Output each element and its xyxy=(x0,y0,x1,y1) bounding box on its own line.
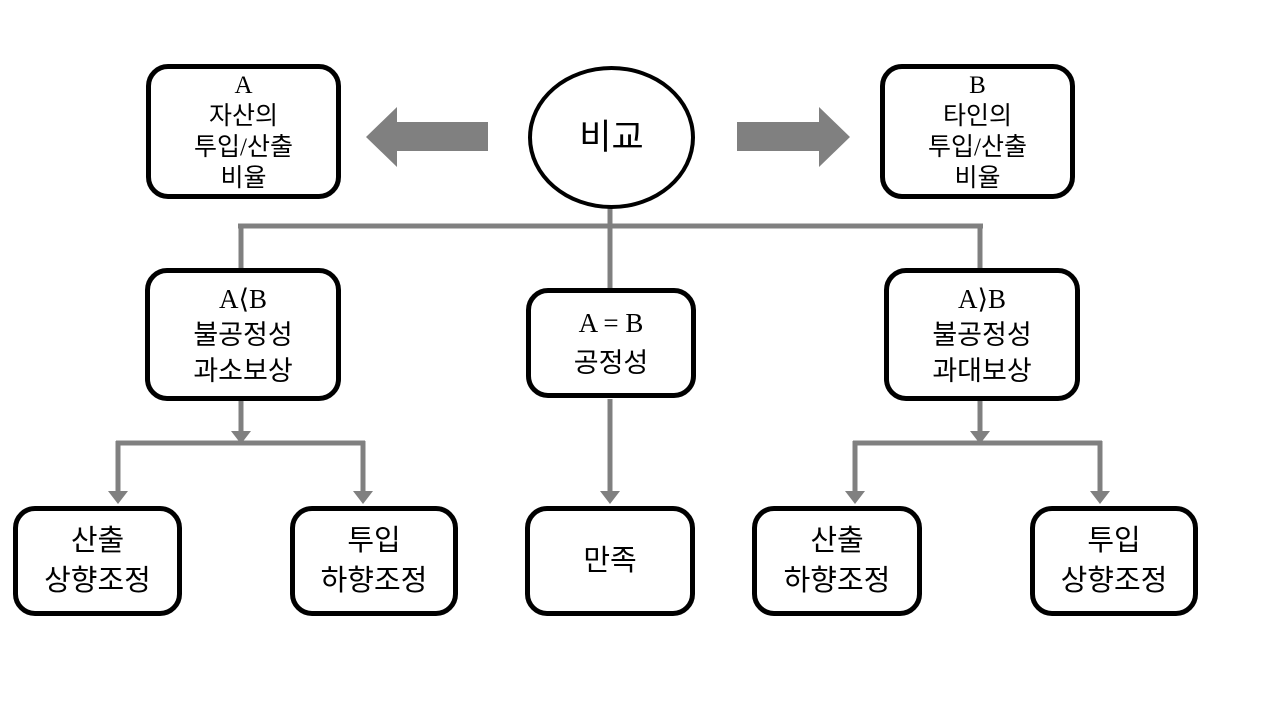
node-output-up: 산출 상향조정 xyxy=(13,506,182,616)
node-text-line: A xyxy=(234,71,253,99)
node-over-reward: A⟩B 불공정성 과대보상 xyxy=(884,268,1080,401)
arrowhead-down xyxy=(108,491,128,504)
node-text-line: 비율 xyxy=(954,164,1001,192)
arrowhead-down xyxy=(1090,491,1110,504)
node-equity: A = B 공정성 xyxy=(526,288,696,398)
arrowhead-down xyxy=(845,491,865,504)
node-output-down: 산출 하향조정 xyxy=(752,506,922,616)
arrowhead-down xyxy=(231,431,251,444)
node-text-line: A⟩B xyxy=(957,283,1007,314)
node-text-line: 산출 xyxy=(810,525,864,557)
arrowhead-down xyxy=(600,491,620,504)
node-text-line: 상향조정 xyxy=(44,565,151,597)
node-input-down: 투입 하향조정 xyxy=(290,506,458,616)
node-text-line: 상향조정 xyxy=(1060,565,1168,597)
node-satisfaction: 만족 xyxy=(525,506,695,616)
node-comparison: 비교 xyxy=(528,66,695,209)
node-text-line: 공정성 xyxy=(573,348,649,378)
node-text-line: 비교 xyxy=(579,117,644,157)
arrowhead-down xyxy=(353,491,373,504)
node-text-line: 불공정성 xyxy=(932,319,1032,350)
node-input-up: 투입 상향조정 xyxy=(1030,506,1198,616)
node-text-line: 투입 xyxy=(1087,525,1141,557)
right-block-arrow xyxy=(737,107,850,167)
node-under-reward: A⟨B 불공정성 과소보상 xyxy=(145,268,341,401)
node-text-line: 불공정성 xyxy=(193,319,293,350)
node-text-line: 산출 xyxy=(70,525,125,557)
node-text-line: 타인의 xyxy=(942,102,1012,130)
node-self-ratio: A 자산의 투입/산출 비율 xyxy=(146,64,341,199)
node-text-line: 하향조정 xyxy=(320,565,428,597)
node-text-line: 투입/산출 xyxy=(928,133,1027,161)
node-text-line: 투입/산출 xyxy=(194,133,293,161)
node-text-line: A = B xyxy=(578,308,644,338)
node-other-ratio: B 타인의 투입/산출 비율 xyxy=(880,64,1075,199)
node-text-line: 과소보상 xyxy=(193,355,293,386)
node-text-line: 비율 xyxy=(220,164,267,192)
node-text-line: 과대보상 xyxy=(932,355,1032,386)
left-block-arrow xyxy=(366,107,488,167)
node-text-line: 자산의 xyxy=(208,102,278,130)
node-text-line: 하향조정 xyxy=(783,565,891,597)
node-text-line: A⟨B xyxy=(218,283,268,314)
node-text-line: B xyxy=(969,71,986,99)
node-text-line: 만족 xyxy=(583,545,637,577)
node-text-line: 투입 xyxy=(347,525,401,557)
arrowhead-down xyxy=(970,431,990,444)
